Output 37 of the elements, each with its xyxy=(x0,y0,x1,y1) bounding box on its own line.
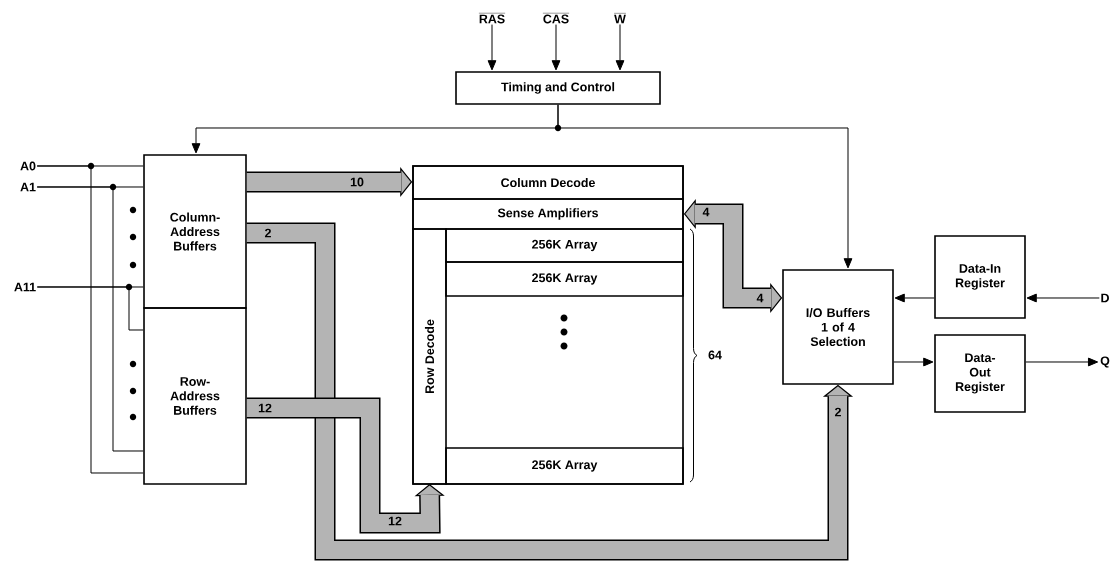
signal-label: A11 xyxy=(14,282,36,292)
signal-line xyxy=(36,286,144,331)
decoder-box: Row Decode xyxy=(412,228,447,485)
bus-label: 2 xyxy=(833,406,843,418)
signal-label: Q xyxy=(1100,356,1110,368)
array-box: 256K Array xyxy=(445,261,684,297)
buffer-box: Column-Address Buffers xyxy=(143,154,247,309)
amplifier-box: Sense Amplifiers xyxy=(412,198,684,230)
arrow xyxy=(487,24,497,71)
arrow xyxy=(893,357,934,367)
io-buffer-box: I/O Buffers 1 of 4 Selection xyxy=(782,269,894,385)
control-box: Timing and Control xyxy=(455,71,661,105)
signal-label: D xyxy=(1101,293,1109,303)
signal-label: RAS xyxy=(478,13,506,24)
bus-label: 12 xyxy=(257,402,273,414)
arrow xyxy=(1025,357,1099,367)
bus-label: 4 xyxy=(701,206,711,218)
bus-label: 12 xyxy=(387,515,403,527)
register-box: Data-Out Register xyxy=(934,334,1026,413)
bus-label: 10 xyxy=(349,176,365,188)
decoder-box: Column Decode xyxy=(412,165,684,200)
arrow xyxy=(894,293,935,303)
signal-label: CAS xyxy=(542,13,570,24)
arrow xyxy=(551,24,561,71)
buffer-box: Row-Address Buffers xyxy=(143,307,247,485)
array-box: 256K Array xyxy=(445,228,684,263)
arrow xyxy=(1026,293,1100,303)
brace-label: 64 xyxy=(708,350,722,360)
bus-label: 4 xyxy=(755,292,765,304)
arrow xyxy=(615,24,625,71)
array-box: 256K Array xyxy=(445,447,684,485)
arrow xyxy=(557,104,853,269)
signal-label: A0 xyxy=(20,161,36,171)
signal-label: W xyxy=(613,13,627,24)
signal-label: A1 xyxy=(20,182,36,192)
bus-label: 2 xyxy=(263,227,273,239)
register-box: Data-In Register xyxy=(934,235,1026,319)
